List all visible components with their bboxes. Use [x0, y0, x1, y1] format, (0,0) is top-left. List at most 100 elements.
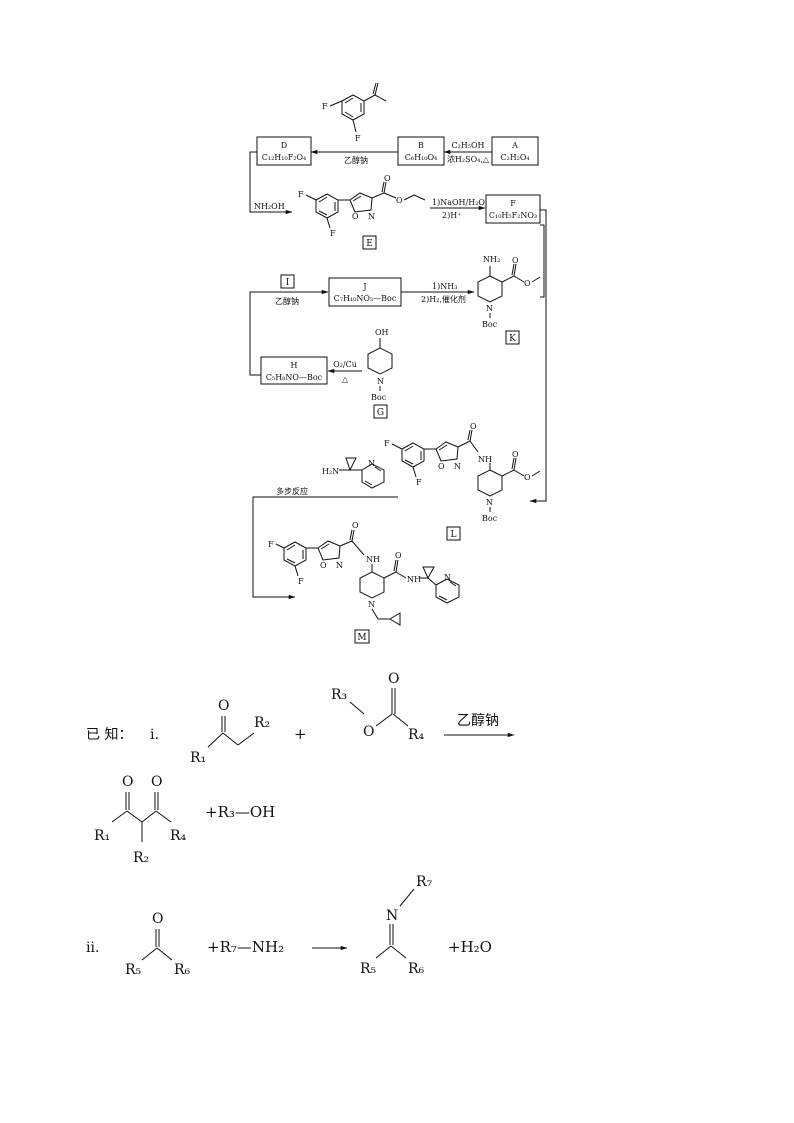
plus-sign: +: [294, 725, 307, 743]
compound-d-letter: D: [281, 141, 287, 150]
atom-o: O: [396, 196, 403, 205]
r1-label: R₁: [94, 828, 110, 844]
condition-i-j: 乙醇钠: [275, 296, 299, 306]
compound-l-structure: F F O N O NH O O N Boc: [384, 422, 541, 523]
atom-f: F: [322, 102, 328, 111]
reaction-1-label: ⅰ.: [150, 727, 159, 743]
atom-n: N: [336, 561, 343, 570]
atom-oh: OH: [375, 328, 389, 337]
atom-n: N: [486, 498, 493, 507]
reaction-2-label: ⅱ.: [86, 940, 99, 956]
condition-g-h-top: O₂/Cu: [333, 360, 357, 369]
atom-o: O: [352, 212, 359, 221]
compound-k-structure: NH₂ O O N Boc: [477, 255, 541, 329]
compound-f-formula: C₁₀H₅F₂NO₃: [489, 211, 537, 220]
atom-o: O: [395, 551, 402, 560]
atom-f: F: [298, 190, 304, 199]
r6-label: R₆: [408, 961, 425, 977]
compound-e-label-box: [362, 235, 377, 250]
compound-e-structure: F F O N O O: [298, 174, 426, 238]
compound-m-label-box: [354, 629, 370, 644]
atom-f: F: [298, 577, 304, 586]
atom-o: O: [352, 521, 359, 530]
compound-f-letter: F: [510, 199, 516, 208]
r3-label: R₃: [331, 687, 347, 703]
compound-m-letter: M: [357, 633, 366, 643]
compound-b-formula: C₆H₁₀O₄: [405, 153, 437, 162]
known-label: 已 知：: [86, 726, 132, 743]
atom-boc: Boc: [482, 514, 498, 523]
atom-o: O: [438, 462, 445, 471]
atom-n: N: [368, 600, 375, 609]
compound-m-structure: F F O N O NH O NH N N: [268, 521, 460, 626]
compound-a-formula: C₂H₂O₄: [500, 153, 529, 162]
compound-l-letter: L: [451, 530, 457, 540]
compound-h-box: H C₅H₈NO—Boc: [260, 356, 328, 385]
reaction-2-byproduct: +H₂O: [448, 938, 492, 956]
condition-j-k-2: 2)H₂,催化剂: [421, 294, 466, 304]
atom-f: F: [330, 229, 336, 238]
compound-h-letter: H: [291, 361, 298, 370]
compound-b-letter: B: [418, 141, 424, 150]
compound-g-structure: OH N Boc: [367, 328, 393, 402]
atom-o: O: [388, 671, 399, 687]
atom-o: O: [320, 561, 327, 570]
atom-o: O: [151, 774, 162, 790]
atom-f: F: [355, 134, 361, 143]
r1-label: R₁: [190, 750, 206, 766]
atom-n: N: [486, 304, 493, 313]
atom-o: O: [512, 450, 519, 459]
compound-e-letter: E: [366, 239, 373, 249]
compound-b-box: B C₆H₁₀O₄: [397, 136, 445, 166]
r4-label: R₄: [408, 727, 425, 743]
reaction-2-imine-structure: R₇ N R₅ R₆: [360, 874, 433, 977]
compound-k-label-box: [505, 330, 520, 345]
r2-label: R₂: [133, 850, 149, 866]
atom-nh: NH: [407, 575, 421, 584]
atom-boc: Boc: [482, 320, 498, 329]
reaction-1-reagent: 乙醇钠: [457, 712, 499, 729]
compound-g-label-box: [373, 404, 388, 419]
atom-o: O: [152, 911, 163, 927]
condition-j-k-1: 1)NH₃: [432, 282, 457, 291]
condition-b-d: 乙醇钠: [344, 155, 368, 165]
reaction-2-amine: +R₇—NH₂: [207, 938, 284, 956]
compound-j-letter: J: [362, 282, 366, 291]
atom-n: N: [386, 908, 398, 924]
r6-label: R₆: [174, 962, 191, 978]
atom-o: O: [470, 422, 477, 431]
condition-d-e: NH₂OH: [254, 202, 285, 211]
reaction-1-byproduct: +R₃—OH: [205, 803, 275, 821]
compound-k-letter: K: [509, 334, 516, 344]
atom-nh: NH: [478, 455, 492, 464]
atom-o: O: [122, 774, 133, 790]
condition-g-h-bottom: △: [342, 375, 349, 384]
bracket-fk: [540, 224, 545, 298]
compound-d-formula: C₁₂H₁₀F₂O₄: [262, 153, 306, 162]
atom-o: O: [512, 256, 519, 265]
condition-e-f-2: 2)H⁺: [442, 211, 461, 220]
compound-a-letter: A: [511, 141, 518, 150]
r5-label: R₅: [360, 961, 377, 977]
atom-h2n: H₂N: [322, 467, 339, 476]
compound-j-box: J C₇H₁₀NO₃—Boc: [328, 277, 402, 307]
atom-o: O: [524, 473, 531, 482]
reaction-1-diketone-structure: O O R₁ R₄ R₂: [94, 774, 187, 866]
atom-n: N: [377, 377, 384, 386]
condition-e-f-1: 1)NaOH/H₂O: [432, 198, 485, 207]
arrow-d-to-e: [249, 151, 293, 215]
reaction-1-ester-structure: R₃ O O R₄: [331, 671, 425, 743]
r2-label: R₂: [254, 715, 270, 731]
atom-o: O: [218, 698, 229, 714]
r5-label: R₅: [125, 962, 142, 978]
atom-o: O: [363, 724, 374, 740]
compound-l-label-box: [446, 526, 461, 541]
compound-i-letter: I: [286, 278, 290, 288]
atom-o: O: [524, 279, 531, 288]
atom-f: F: [268, 540, 274, 549]
atom-n: N: [368, 212, 375, 221]
atom-f: F: [384, 439, 390, 448]
condition-l-m: 多步反应: [276, 486, 308, 496]
reaction-1-ketone-structure: O R₁ R₂: [190, 698, 270, 766]
compound-g-letter: G: [377, 408, 384, 418]
